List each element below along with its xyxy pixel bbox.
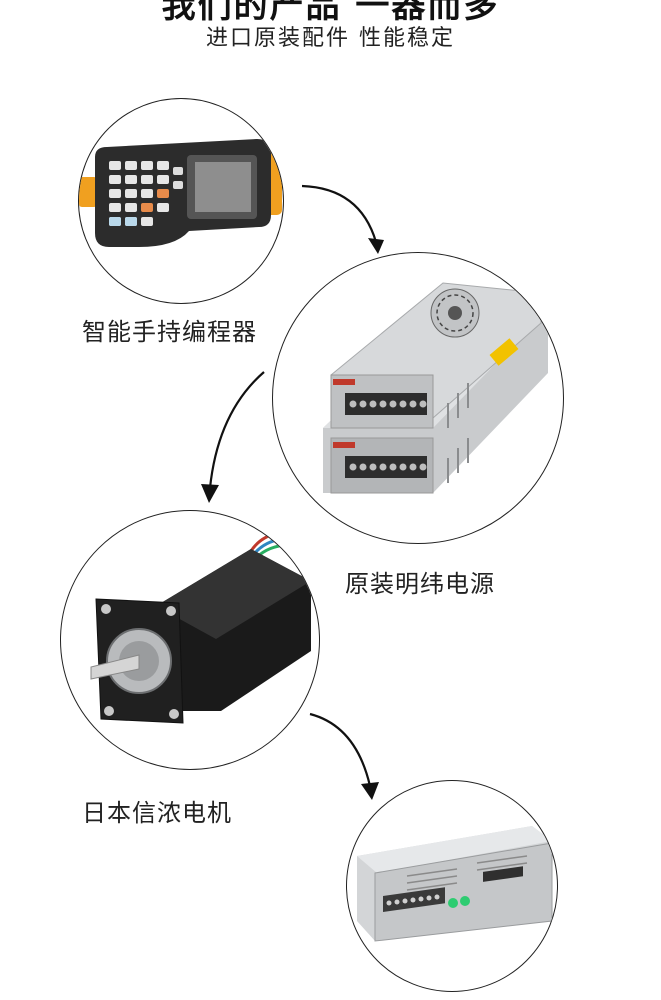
stepper-motor-image xyxy=(90,531,311,724)
programmer-label: 智能手持编程器 xyxy=(82,318,257,346)
power-supply-label: 原装明纬电源 xyxy=(345,570,495,598)
motor-circle xyxy=(60,510,320,770)
arrow-2-icon xyxy=(201,371,265,503)
arrow-3-icon xyxy=(309,712,379,800)
page-heading: 我们的产品 一器而多 xyxy=(161,0,500,26)
power-supply-circle xyxy=(272,252,564,544)
programmer-circle xyxy=(78,98,284,304)
driver-module-image xyxy=(357,826,553,942)
arrow-1-icon xyxy=(301,184,384,254)
handheld-programmer-image xyxy=(79,139,282,247)
power-supply-image xyxy=(323,282,548,494)
motor-label: 日本信浓电机 xyxy=(82,799,232,827)
page-subtitle: 进口原装配件 性能稳定 xyxy=(206,26,455,51)
driver-circle xyxy=(346,780,558,992)
